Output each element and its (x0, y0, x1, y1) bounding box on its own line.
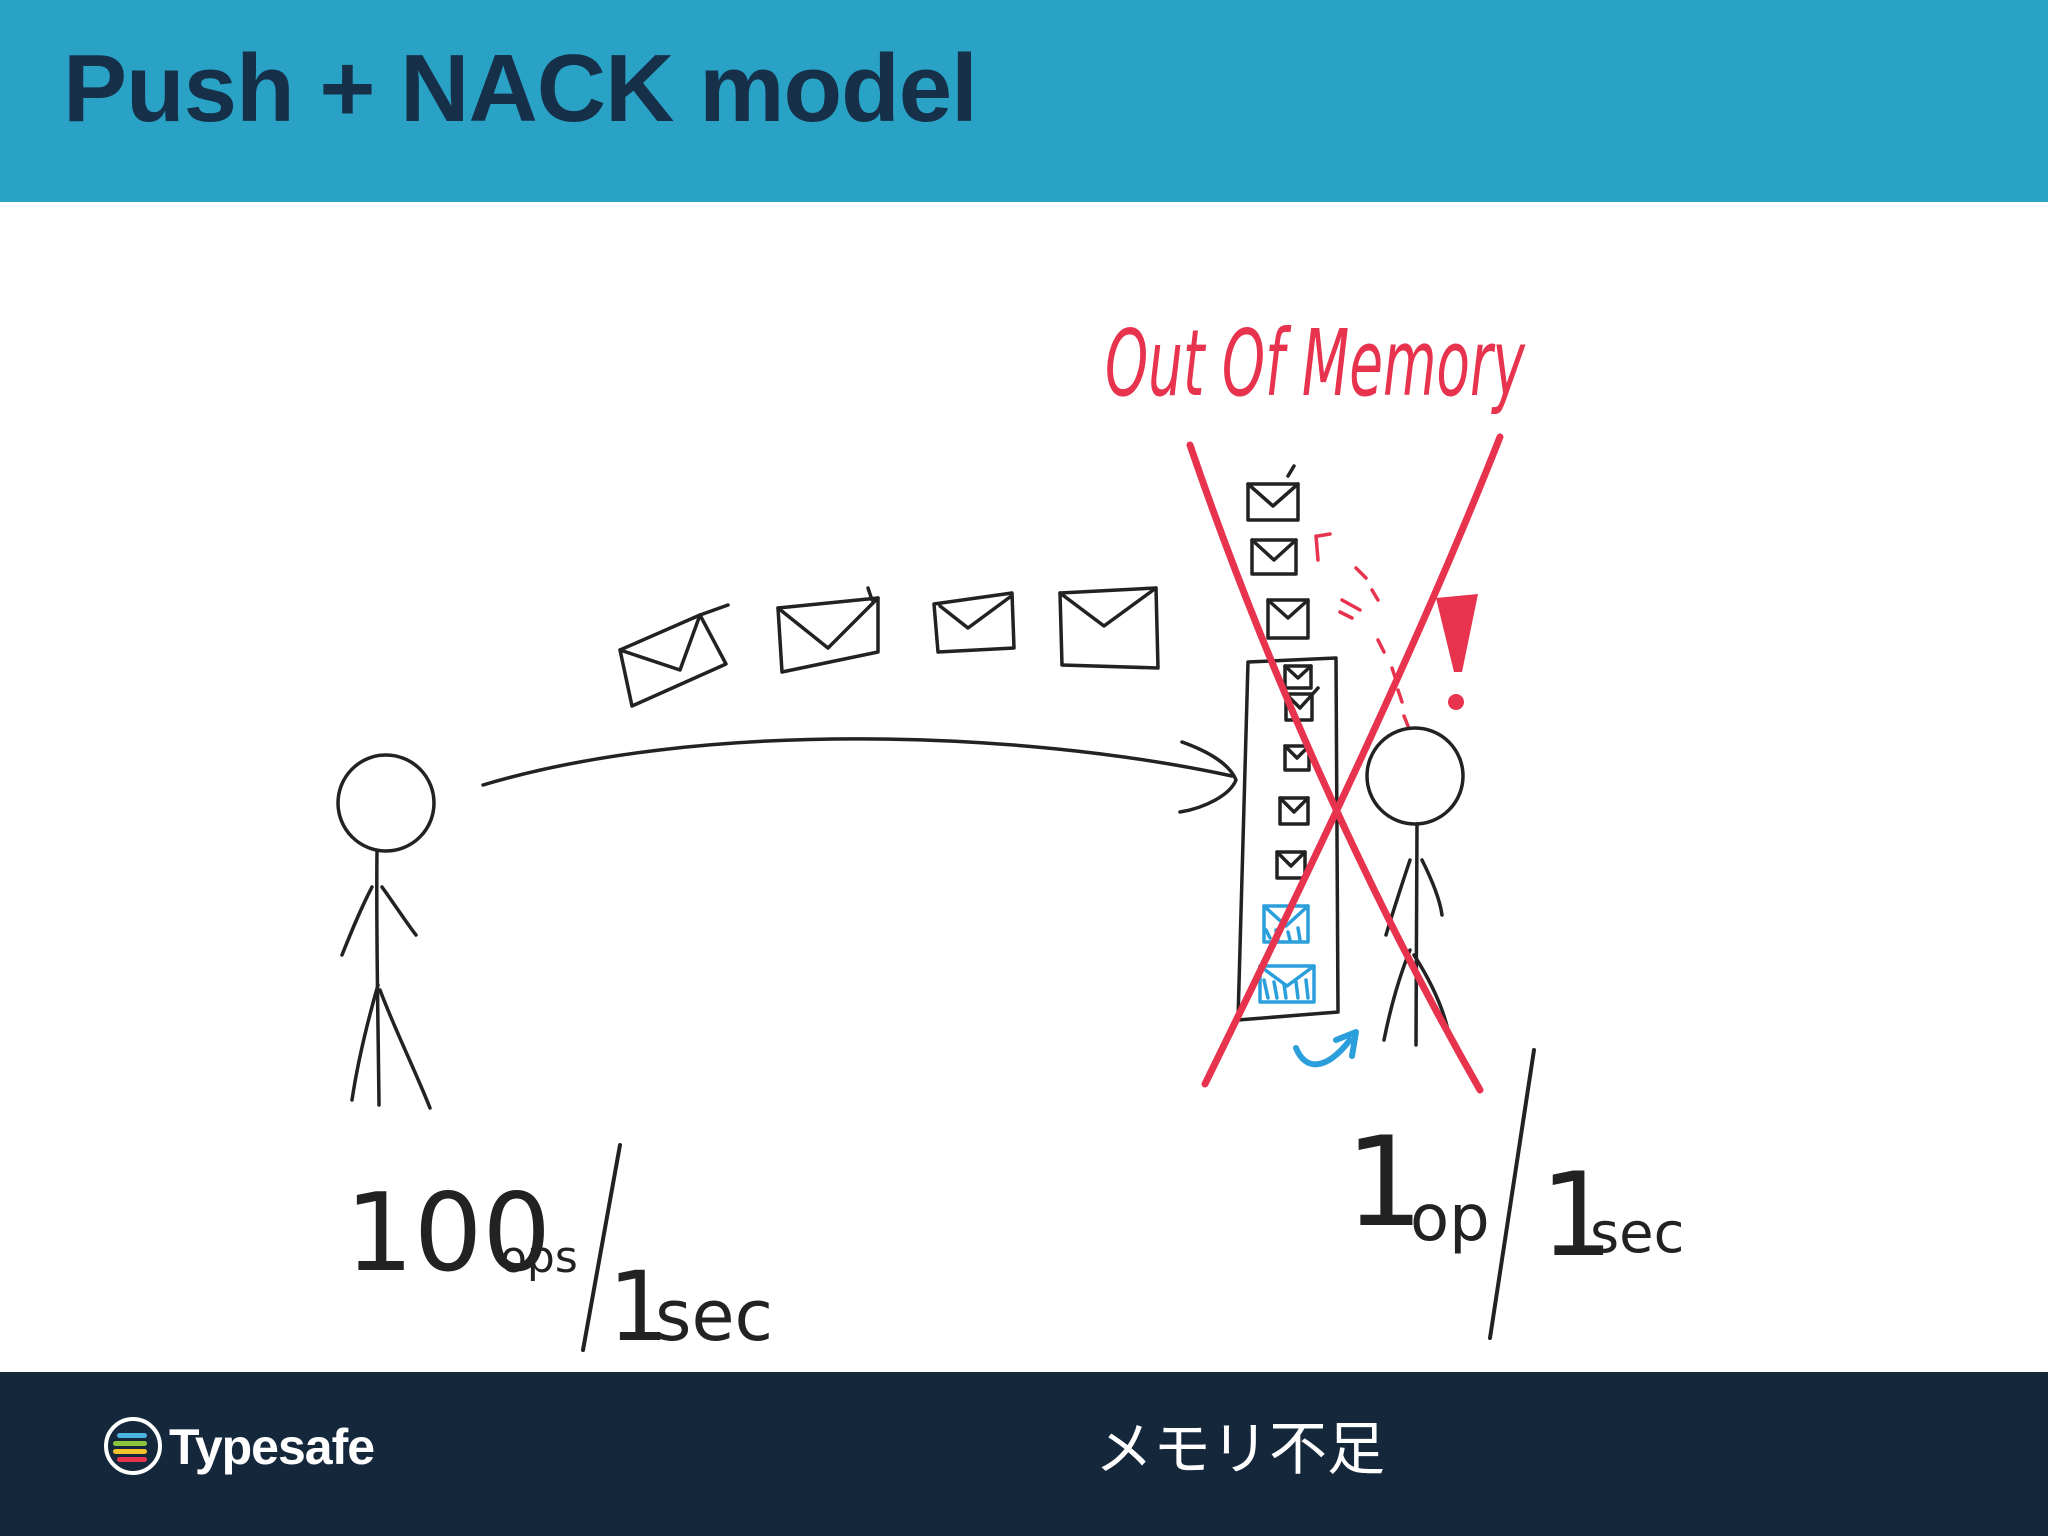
envelope-icon (932, 591, 1016, 654)
subtitle-caption: メモリ不足 (1094, 1415, 1385, 1483)
envelope-icon (618, 603, 730, 708)
queued-envelope-icon (1258, 964, 1316, 1004)
push-arrow (481, 737, 1238, 814)
sender-rate-count: 100 (345, 1171, 551, 1296)
envelope-icon (1246, 464, 1300, 522)
receiver-rate-per: 1 (1540, 1148, 1614, 1283)
envelope-icon (776, 586, 880, 674)
slide-header: Push + NACK model (0, 0, 2048, 202)
overflow-envelopes (1246, 464, 1310, 640)
whiteboard-drawing: Out Of Memory 100 ops 1 sec 1 op 1 sec (0, 202, 2048, 1372)
sender-rate-label: 100 ops 1 sec (345, 1143, 773, 1363)
envelope-icon (1058, 586, 1160, 670)
dequeue-arrow-icon (1293, 1029, 1359, 1068)
receiver-figure (1365, 726, 1465, 1047)
typesafe-logo-text: Typesafe (169, 1419, 375, 1475)
sender-figure (336, 753, 436, 1110)
failure-cross-icon (1186, 433, 1504, 1094)
overflow-alert-marks (1314, 532, 1478, 728)
sender-rate-unit: ops (500, 1232, 578, 1283)
envelope-icon (1266, 598, 1310, 640)
queued-envelope-icon (1278, 796, 1310, 826)
queued-envelope-icon (1283, 664, 1313, 690)
receiver-rate-label: 1 op 1 sec (1345, 1048, 1684, 1340)
slide-footer: Typesafe メモリ不足 (0, 1372, 2048, 1536)
queued-envelope-icon (1275, 850, 1307, 880)
exclamation-icon (1436, 594, 1478, 672)
push-nack-diagram: Out Of Memory 100 ops 1 sec 1 op 1 sec (336, 310, 1684, 1363)
slide-title: Push + NACK model (63, 35, 978, 142)
receiver-rate-time: sec (1590, 1201, 1684, 1266)
envelope-icon (1250, 538, 1298, 576)
out-of-memory-label: Out Of Memory (1105, 310, 1526, 417)
message-envelopes-in-flight (618, 586, 1160, 708)
receiver-buffer (1236, 656, 1359, 1068)
receiver-rate-count: 1 (1345, 1111, 1424, 1255)
exclamation-dot (1448, 694, 1464, 710)
sender-rate-time: sec (655, 1275, 773, 1357)
sender-rate-per: 1 (608, 1251, 669, 1363)
queued-envelope-icon (1283, 744, 1311, 772)
receiver-rate-unit: op (1410, 1182, 1490, 1256)
typesafe-logo-icon (104, 1417, 162, 1475)
